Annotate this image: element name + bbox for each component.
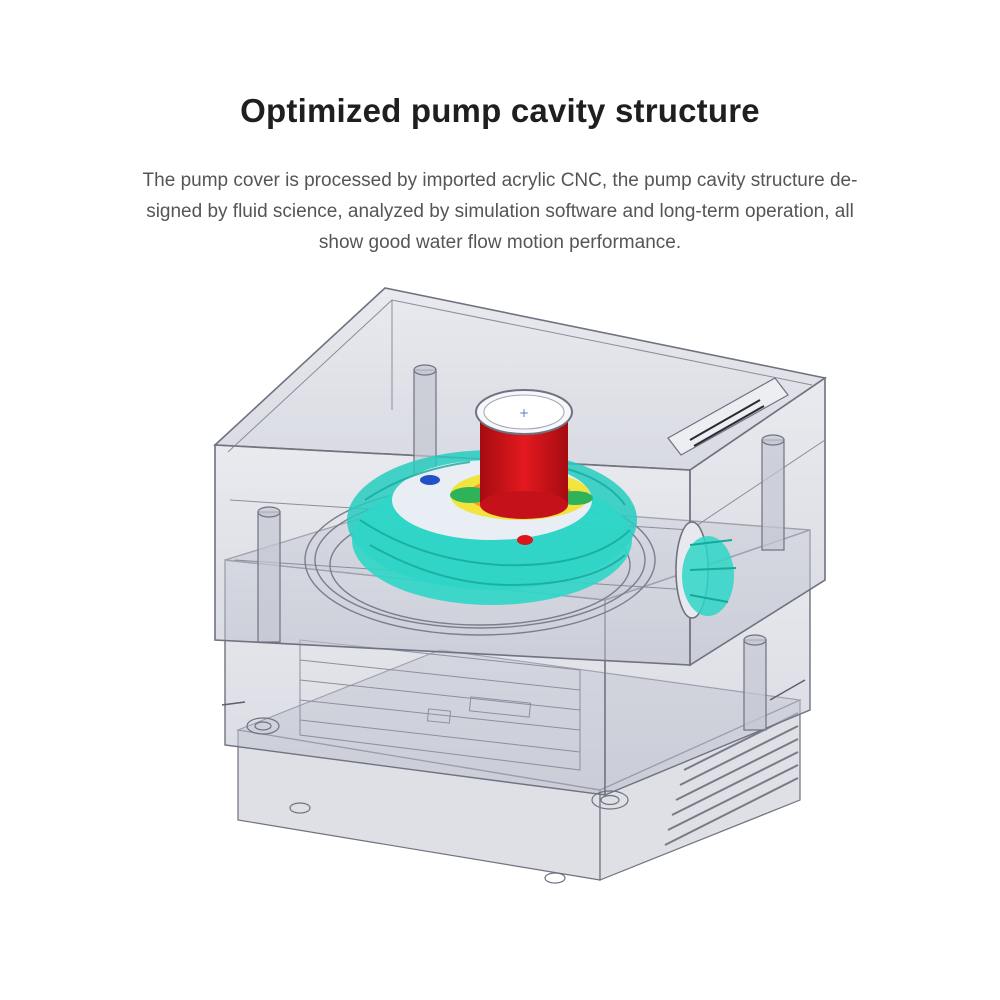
pump-flow-simulation-illustration: + (213, 287, 828, 884)
description: The pump cover is processed by imported … (80, 165, 920, 258)
nameplate (667, 377, 789, 456)
screw-holes (246, 717, 629, 884)
outlet-port (675, 521, 737, 619)
description-line-1: The pump cover is processed by imported … (142, 170, 858, 191)
inlet-flow-column: + (475, 389, 573, 519)
standoff-posts (257, 364, 785, 731)
page-title: Optimized pump cavity structure (240, 92, 760, 129)
svg-text:+: + (519, 406, 529, 420)
description-line-2: signed by fluid science, analyzed by sim… (146, 201, 854, 222)
description-line-3: show good water flow motion performance. (318, 232, 682, 253)
housing-side-marks (221, 679, 806, 706)
motor-block (299, 639, 581, 771)
